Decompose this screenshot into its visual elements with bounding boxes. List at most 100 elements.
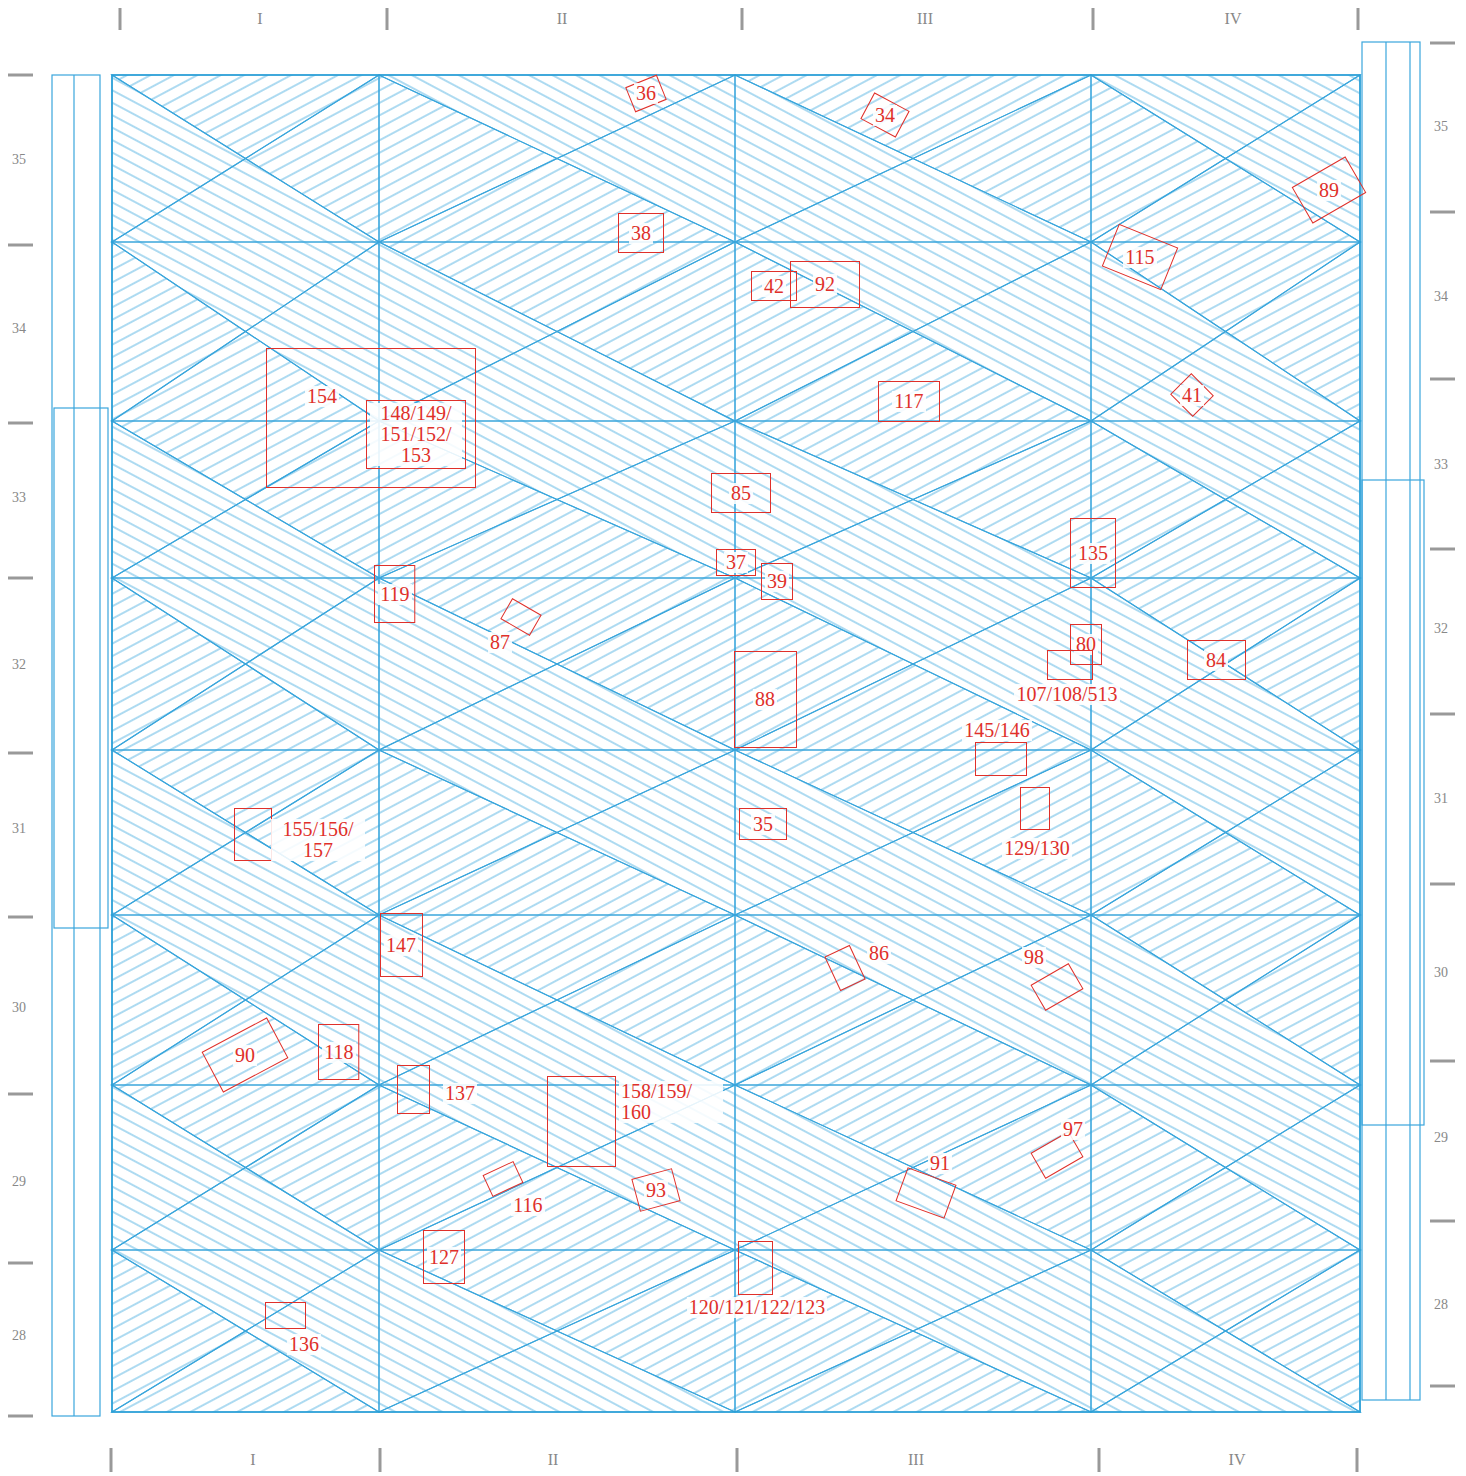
find-number: 120/121/122/123 bbox=[687, 1297, 828, 1318]
parquet-panel bbox=[112, 1250, 246, 1412]
row-label: 31 bbox=[11, 821, 27, 837]
column-label: I bbox=[256, 10, 263, 28]
find-number: 92 bbox=[813, 274, 837, 295]
column-label: III bbox=[916, 10, 934, 28]
find-box: 90 bbox=[208, 1032, 282, 1078]
row-label: 29 bbox=[1433, 1130, 1449, 1146]
find-box: 127 bbox=[423, 1230, 465, 1284]
find-box: 117 bbox=[878, 381, 940, 422]
parquet-panel bbox=[246, 242, 380, 421]
find-box: 38 bbox=[618, 213, 664, 253]
find-number: 86 bbox=[867, 943, 891, 964]
find-box: 36 bbox=[629, 80, 663, 107]
find-outline bbox=[831, 949, 859, 987]
parquet-panel bbox=[735, 750, 913, 915]
parquet-panel bbox=[246, 1250, 380, 1412]
find-outline-rect bbox=[752, 272, 797, 301]
find-outline-rect bbox=[1048, 651, 1093, 680]
find-number: 35 bbox=[751, 814, 775, 835]
find-outline-rect bbox=[740, 809, 787, 840]
parquet-panel bbox=[1091, 750, 1226, 915]
find-number: 87 bbox=[488, 632, 512, 653]
find-box: 158/159/ 160 bbox=[547, 1076, 616, 1167]
find-number: 85 bbox=[729, 483, 753, 504]
find-number: 147 bbox=[384, 935, 418, 956]
find-box: 41 bbox=[1176, 380, 1208, 410]
find-number: 145/146 bbox=[962, 720, 1032, 741]
find-outline-rect bbox=[738, 1242, 772, 1295]
row-label: 32 bbox=[1433, 621, 1449, 637]
find-outline-rect bbox=[547, 1076, 615, 1166]
find-number: 117 bbox=[892, 391, 925, 412]
row-label: 33 bbox=[1433, 457, 1449, 473]
column-label: II bbox=[556, 10, 569, 28]
find-box: 80 bbox=[1070, 624, 1102, 665]
parquet-panel bbox=[1226, 1250, 1361, 1412]
parquet-panel bbox=[557, 578, 735, 750]
find-outline-rect bbox=[1071, 624, 1102, 664]
find-outline bbox=[1020, 787, 1050, 830]
find-outline bbox=[975, 742, 1027, 776]
find-number: 90 bbox=[233, 1045, 257, 1066]
row-label: 35 bbox=[1433, 119, 1449, 135]
find-number: 118 bbox=[322, 1042, 355, 1063]
find-box: 86 bbox=[831, 949, 859, 987]
parquet-panel bbox=[735, 1250, 913, 1412]
row-label: 29 bbox=[11, 1174, 27, 1190]
parquet-panel bbox=[246, 1085, 380, 1250]
find-number: 148/149/ 151/152/ 153 bbox=[370, 403, 462, 466]
find-outline-rect bbox=[380, 914, 422, 977]
parquet-panel bbox=[1091, 1250, 1226, 1412]
parquet-panel bbox=[379, 75, 557, 242]
find-outline-rect bbox=[397, 1065, 429, 1113]
find-box: 147 bbox=[380, 913, 423, 977]
find-outline-rect bbox=[501, 599, 541, 635]
find-outline-rect bbox=[879, 381, 940, 421]
find-box: 136 bbox=[265, 1302, 306, 1329]
find-number: 154 bbox=[305, 386, 339, 407]
parquet-panel bbox=[1091, 75, 1226, 242]
parquet-panel bbox=[735, 915, 913, 1085]
parquet-panel bbox=[246, 750, 380, 915]
row-label: 32 bbox=[11, 657, 27, 673]
find-number: 119 bbox=[378, 584, 411, 605]
find-outline bbox=[1047, 650, 1093, 680]
find-number: 136 bbox=[287, 1334, 321, 1355]
parquet-panel bbox=[557, 242, 735, 421]
find-outline-rect bbox=[1021, 787, 1050, 829]
find-outline-rect bbox=[319, 1025, 359, 1080]
find-outline-rect bbox=[483, 1162, 523, 1197]
find-box: 89 bbox=[1298, 169, 1360, 211]
find-number: 116 bbox=[511, 1195, 544, 1216]
parquet-panel bbox=[379, 578, 557, 750]
parquet-panel bbox=[735, 75, 913, 242]
column-label: I bbox=[249, 1451, 256, 1469]
find-box: 137 bbox=[397, 1065, 430, 1114]
find-box: 120/121/122/123 bbox=[738, 1241, 773, 1295]
parquet-panel bbox=[112, 578, 246, 750]
parquet-panel bbox=[246, 915, 380, 1085]
column-label: III bbox=[907, 1451, 925, 1469]
find-box: 84 bbox=[1187, 640, 1246, 680]
parquet-panel bbox=[557, 75, 735, 242]
find-outline-rect bbox=[1031, 964, 1083, 1011]
parquet-panel bbox=[1091, 1085, 1226, 1250]
parquet-panel bbox=[735, 421, 913, 578]
find-outline bbox=[900, 1175, 952, 1211]
find-outline-rect bbox=[267, 349, 476, 488]
find-number: 127 bbox=[427, 1247, 461, 1268]
row-label: 34 bbox=[11, 321, 27, 337]
parquet-panel bbox=[1226, 75, 1361, 242]
find-outline bbox=[1035, 972, 1079, 1002]
parquet-panel bbox=[735, 1085, 913, 1250]
find-box: 88 bbox=[734, 651, 797, 748]
row-label: 28 bbox=[11, 1328, 27, 1344]
find-number: 39 bbox=[765, 571, 789, 592]
find-number: 91 bbox=[928, 1153, 952, 1174]
find-box: 135 bbox=[1070, 518, 1116, 588]
find-outline-rect bbox=[1171, 374, 1213, 416]
parquet-panel bbox=[1091, 915, 1226, 1085]
find-outline bbox=[1035, 1140, 1079, 1170]
find-outline-rect bbox=[632, 1169, 680, 1211]
find-outline-rect bbox=[896, 1168, 956, 1218]
